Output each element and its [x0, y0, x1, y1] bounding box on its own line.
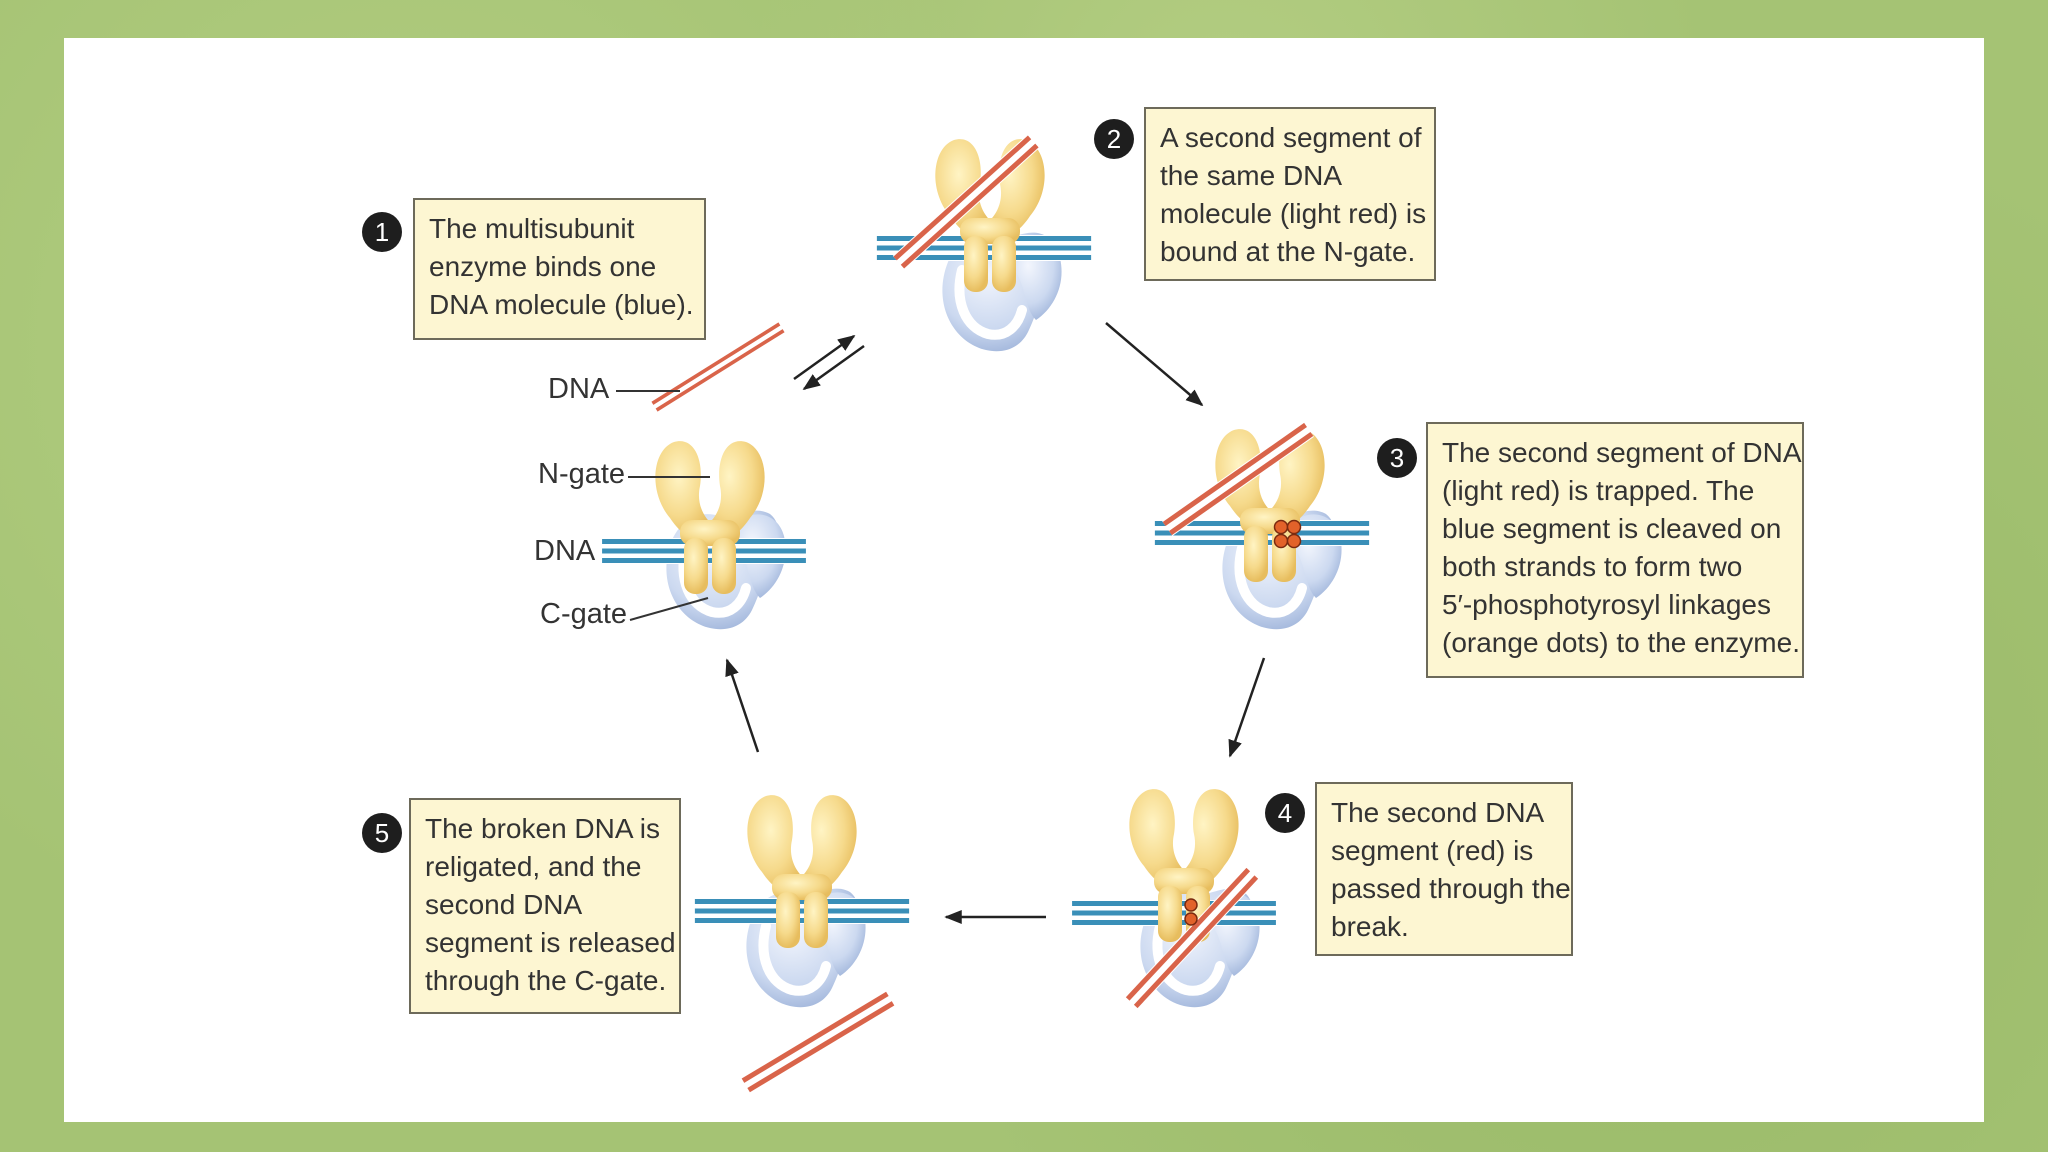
- c-gate-label: C-gate: [540, 598, 628, 630]
- phosphotyrosyl-linkages: [1273, 519, 1302, 549]
- label-leader-lines: [616, 390, 710, 621]
- step-1-line: enzyme binds one: [429, 251, 657, 282]
- step-5-line: second DNA: [425, 889, 583, 920]
- step-5-line: religated, and the: [425, 851, 642, 882]
- step-5-line: segment is released: [425, 927, 676, 958]
- enzyme-state-3: [1154, 422, 1370, 629]
- step-4-callout: The second DNA segment (red) is passed t…: [1315, 782, 1573, 956]
- step-5-line: The broken DNA is: [425, 813, 660, 844]
- step-3-badge: 3: [1377, 438, 1417, 478]
- step-4-line: segment (red) is: [1331, 835, 1534, 866]
- step-4-line: passed through the: [1331, 873, 1571, 904]
- n-gate-label: N-gate: [538, 458, 626, 490]
- enzyme-state-4: [1072, 789, 1276, 1009]
- step-4-line: The second DNA: [1331, 797, 1545, 828]
- cycle-arrows: [725, 322, 1266, 924]
- step-2-line: the same DNA: [1160, 160, 1343, 191]
- step-2-badge: 2: [1094, 119, 1134, 159]
- step-3-line: (orange dots) to the enzyme.: [1442, 627, 1800, 658]
- dna-blue-label: DNA: [534, 535, 596, 567]
- step-2-line: A second segment of: [1160, 122, 1422, 153]
- step-2-line: molecule (light red) is: [1160, 198, 1427, 229]
- step-3-line: (light red) is trapped. The: [1442, 475, 1755, 506]
- step-1-line: DNA molecule (blue).: [429, 289, 694, 320]
- step-5-line: through the C-gate.: [425, 965, 667, 996]
- step-5-badge: 5: [362, 813, 402, 853]
- step-3-line: both strands to form two: [1442, 551, 1743, 582]
- enzyme-state-2: [876, 134, 1092, 351]
- step-4-badge: 4: [1265, 793, 1305, 833]
- step-2-callout: A second segment of the same DNA molecul…: [1144, 107, 1436, 281]
- step-1-callout: The multisubunit enzyme binds one DNA mo…: [413, 198, 706, 340]
- step-1-badge: 1: [362, 212, 402, 252]
- enzyme-state-5: [694, 795, 910, 1094]
- step-4-line: break.: [1331, 911, 1409, 942]
- step-1-line: The multisubunit: [429, 213, 635, 244]
- step-5-callout: The broken DNA is religated, and the sec…: [409, 798, 681, 1014]
- step-3-line: The second segment of DNA: [1442, 437, 1802, 468]
- step-3-line: 5′-phosphotyrosyl linkages: [1442, 589, 1771, 620]
- step-3-callout: The second segment of DNA (light red) is…: [1426, 422, 1804, 678]
- dna-top-label: DNA: [548, 373, 610, 405]
- step-2-line: bound at the N-gate.: [1160, 236, 1416, 267]
- enzyme-state-1: [602, 321, 806, 629]
- step-3-line: blue segment is cleaved on: [1442, 513, 1782, 544]
